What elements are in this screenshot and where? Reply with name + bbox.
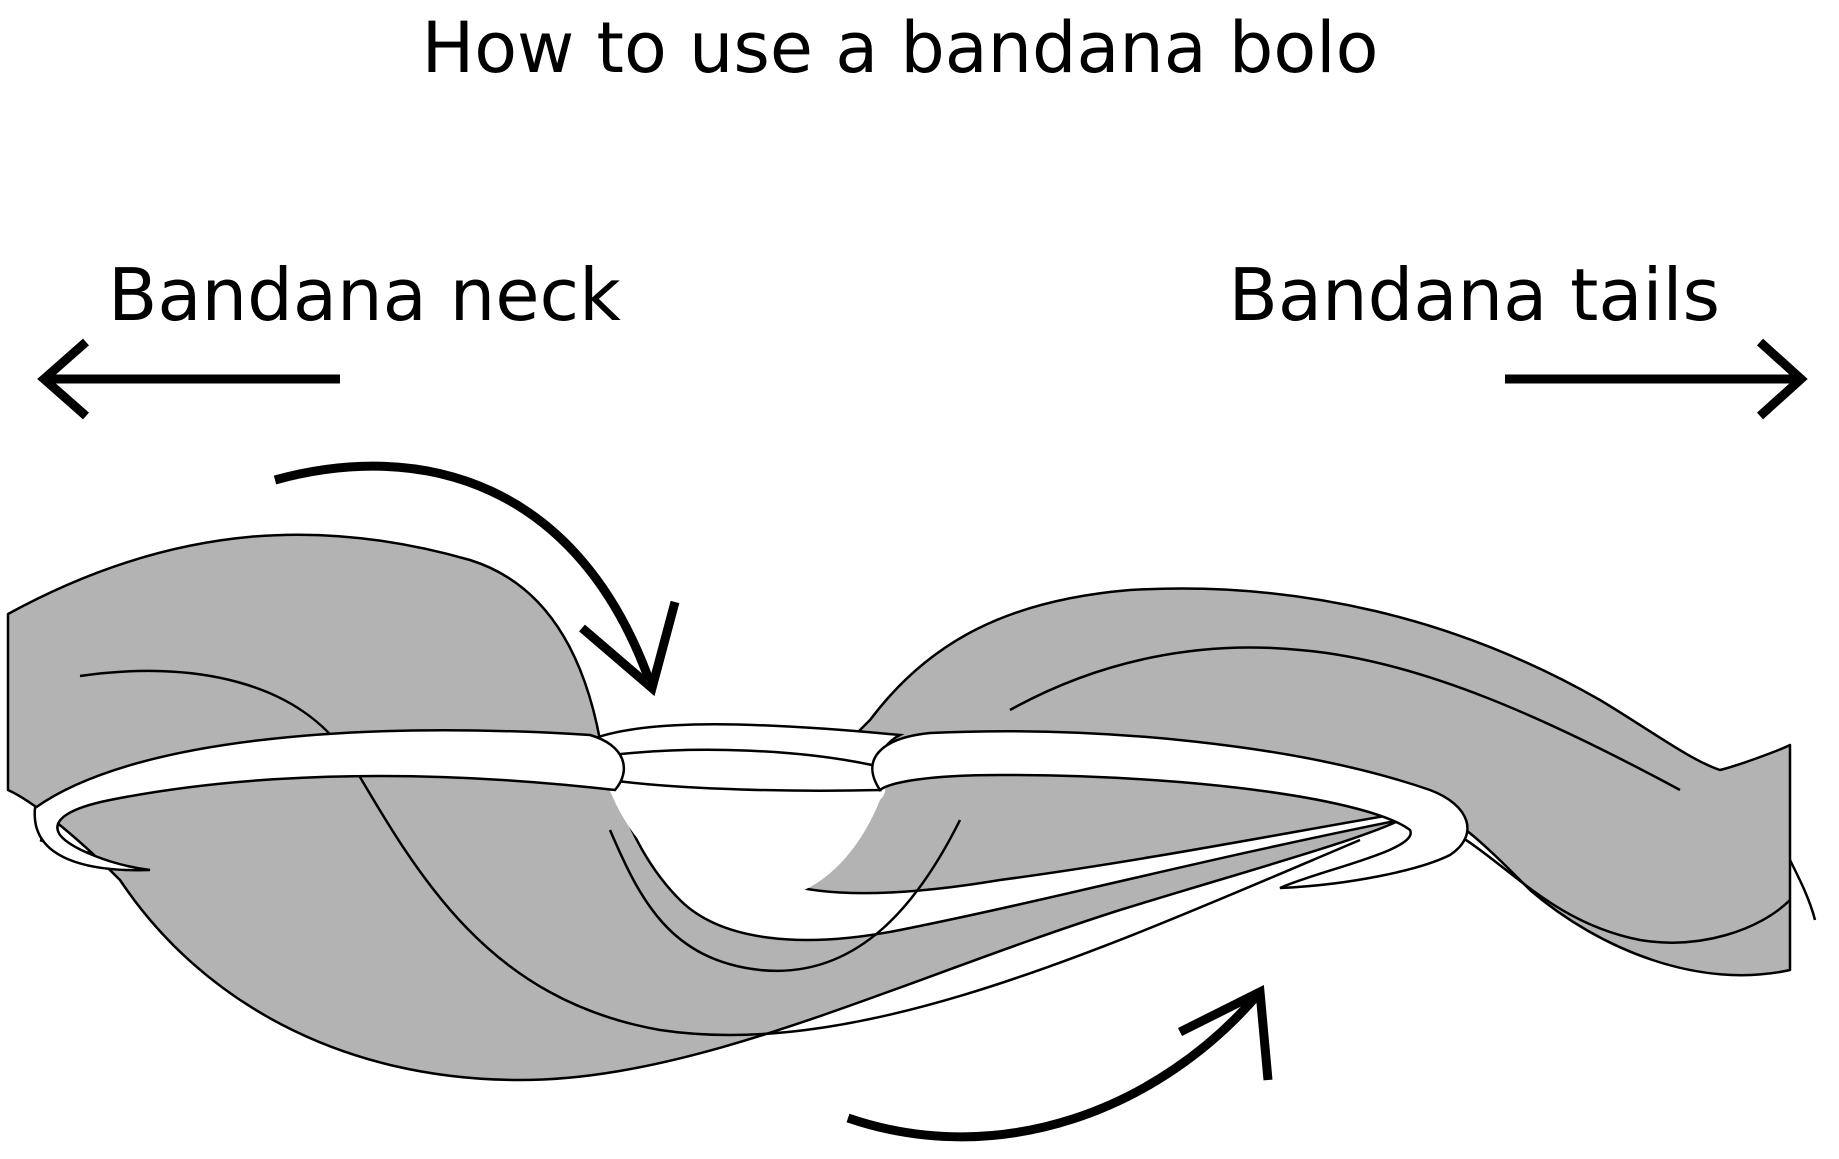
label-bandana-neck: Bandana neck [108,253,621,337]
diagram-title: How to use a bandana bolo [422,7,1379,89]
ring-opening [600,760,886,900]
fabric-neck-section [6,533,1402,1082]
right-ring [871,730,1469,890]
left-ring [33,729,625,872]
curved-arrow-up-icon [846,985,1273,1142]
fabric-fold-lines [79,646,1817,1037]
middle-ring [586,723,905,792]
curved-arrow-down-icon [273,461,680,697]
left-direction-arrow-icon [37,338,340,420]
right-direction-arrow-icon [1505,338,1808,420]
label-bandana-tails: Bandana tails [1229,253,1720,337]
bandana-fabric [6,533,1792,1082]
